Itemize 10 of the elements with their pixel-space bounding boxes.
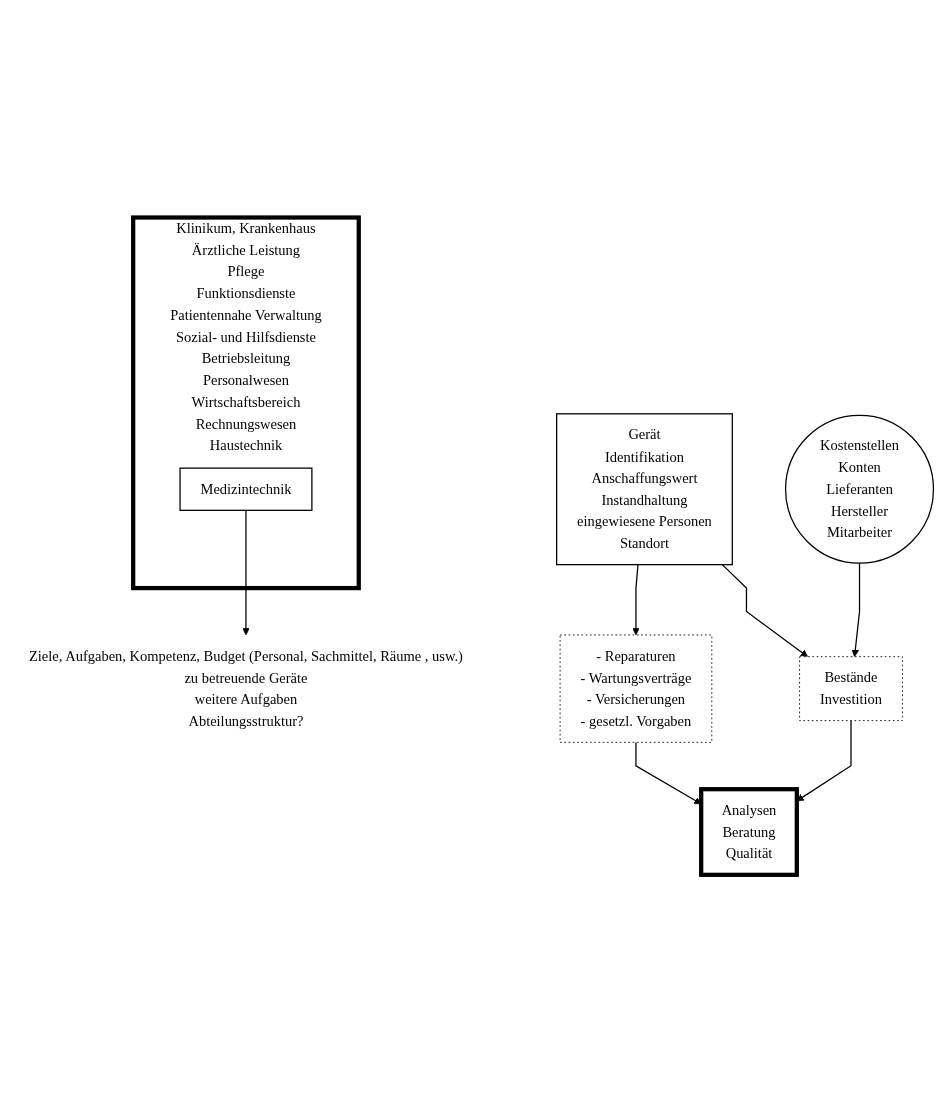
- arrow: [632, 564, 640, 636]
- node-circle: Kostenstellen Konten Lieferanten Hersteller Mitarbeiter: [784, 414, 935, 565]
- node-box: Bestände Investition: [799, 656, 903, 722]
- node-text: Ziele, Aufgaben, Kompetenz, Budget (Personal, Sachmittel, Räume , usw.) zu betreuende Geräte weitere Aufgaben Abteilungsstruktur?: [28, 648, 463, 730]
- arrow: [721, 564, 809, 658]
- node-box: Medizintechnik: [179, 467, 313, 512]
- node-box: Gerät Identifikation Anschaffungswert Instandhaltung eingewiesene Personen Standort: [556, 413, 733, 566]
- arrow: [242, 510, 250, 636]
- node-box: - Reparaturen - Wartungsverträge - Versicherungen - gesetzl. Vorgaben: [559, 634, 713, 744]
- node-box: Analysen Beratung Qualität: [699, 787, 799, 878]
